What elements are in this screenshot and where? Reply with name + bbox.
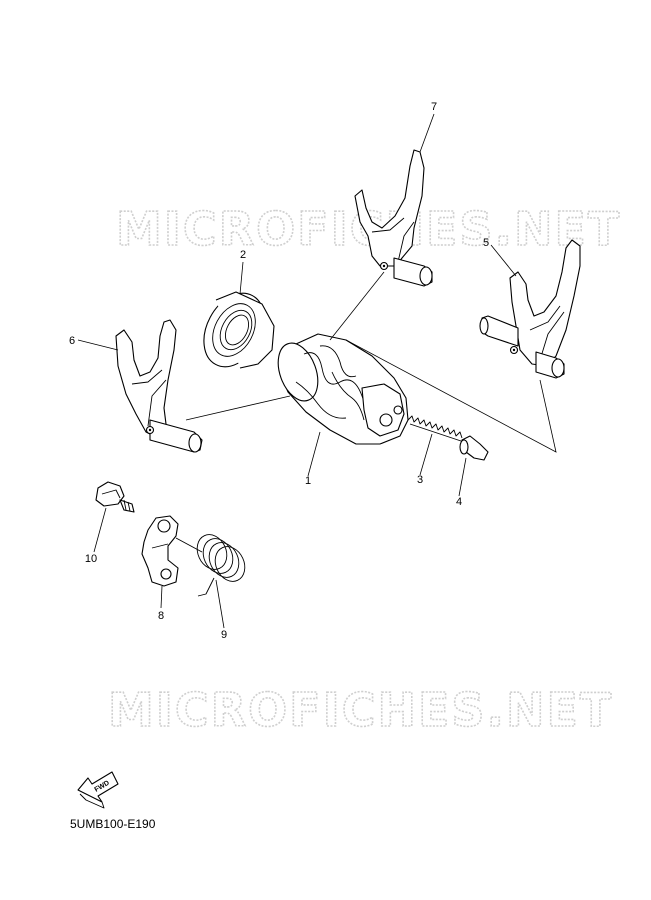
bolt-10 <box>95 481 135 513</box>
stopper-lever-8 <box>141 515 179 587</box>
shift-fork-5 <box>479 239 581 379</box>
watermark-bottom: MICROFICHES.NET <box>108 683 613 737</box>
shift-drum-1 <box>277 333 409 445</box>
torsion-spring-9 <box>175 534 246 597</box>
callout-10: 10 <box>85 553 97 565</box>
callout-numbers: 7 5 2 6 1 3 4 10 8 9 <box>69 101 489 641</box>
shift-fork-7 <box>354 149 433 287</box>
diagram-code: 5UMB100-E190 <box>70 817 156 831</box>
shift-fork-6 <box>115 319 203 453</box>
callout-8: 8 <box>158 610 164 622</box>
callout-4: 4 <box>456 496 462 508</box>
detent-pin-4 <box>459 435 489 461</box>
callout-3: 3 <box>417 474 423 486</box>
callout-7: 7 <box>431 101 437 113</box>
spring-3 <box>407 415 465 443</box>
leader-lines <box>77 113 557 629</box>
callout-6: 6 <box>69 335 75 347</box>
callout-2: 2 <box>240 249 246 261</box>
callout-5: 5 <box>483 237 489 249</box>
callout-9: 9 <box>221 629 227 641</box>
bearing-2 <box>203 291 275 369</box>
fwd-arrow-icon: FWD <box>77 771 119 809</box>
callout-1: 1 <box>305 475 311 487</box>
